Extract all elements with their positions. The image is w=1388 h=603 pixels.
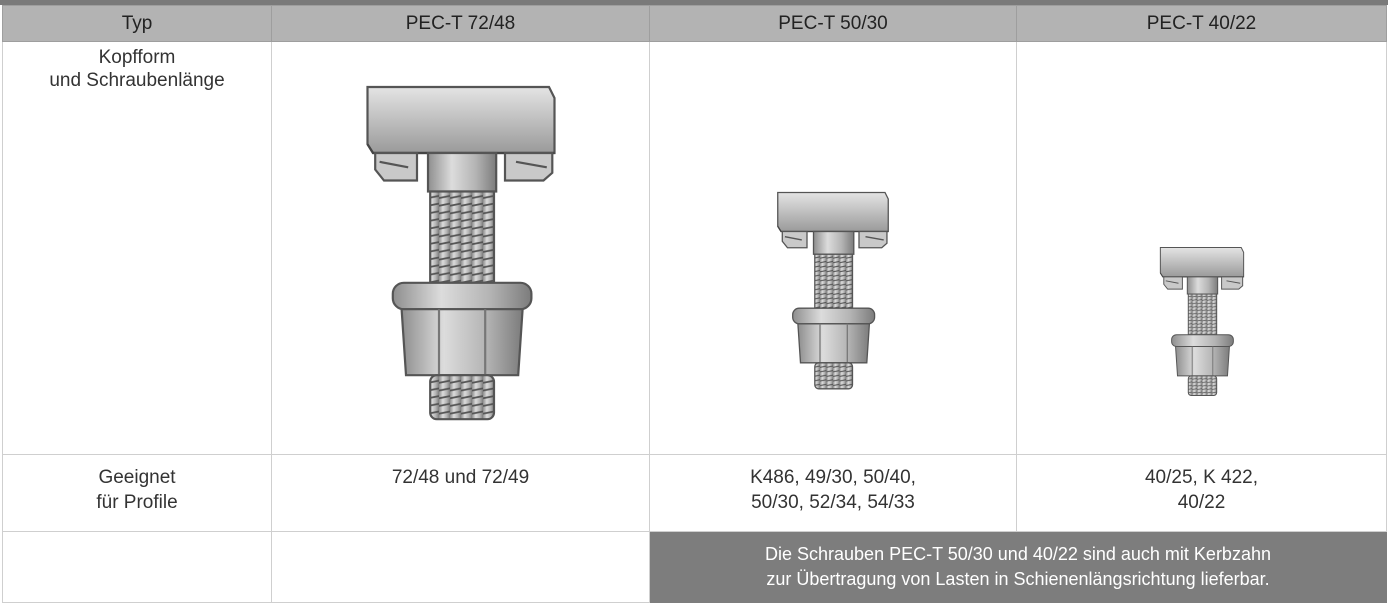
bolt-40-22-cell bbox=[1016, 41, 1387, 455]
header-row: Typ PEC-T 72/48 PEC-T 50/30 PEC-T 40/22 bbox=[2, 5, 1387, 42]
note-row: Die Schrauben PEC-T 50/30 und 40/22 sind… bbox=[2, 531, 1387, 603]
profiles-72-48: 72/48 und 72/49 bbox=[271, 454, 650, 532]
header-pec-t-40-22: PEC-T 40/22 bbox=[1016, 5, 1387, 42]
bolt-50-30-cell bbox=[649, 41, 1017, 455]
profiles-row: Geeignet für Profile 72/48 und 72/49 K48… bbox=[2, 454, 1387, 532]
t-head-bolt-50-30-icon bbox=[768, 170, 898, 410]
profiles-label: Geeignet für Profile bbox=[2, 454, 272, 532]
profiles-40-22-line1: 40/25, K 422, bbox=[1144, 467, 1259, 488]
header-pec-t-72-48: PEC-T 72/48 bbox=[271, 5, 650, 42]
profiles-label-line1: Geeignet bbox=[98, 467, 176, 488]
serration-note-line1: Die Schrauben PEC-T 50/30 und 40/22 sind… bbox=[765, 544, 1271, 564]
profiles-50-30-line1: K486, 49/30, 50/40, bbox=[750, 467, 916, 488]
profiles-40-22: 40/25, K 422, 40/22 bbox=[1016, 454, 1387, 532]
head-form-label: Kopfform und Schraubenlänge bbox=[2, 41, 272, 455]
top-color-strip bbox=[0, 0, 1388, 5]
profiles-label-line2: für Profile bbox=[96, 492, 178, 513]
head-form-row: Kopfform und Schraubenlänge bbox=[2, 41, 1387, 455]
header-type: Typ bbox=[2, 5, 272, 42]
note-empty-cell-2 bbox=[271, 531, 650, 603]
serration-note-line2: zur Übertragung von Lasten in Schienenlä… bbox=[766, 569, 1270, 589]
profiles-50-30-line2: 50/30, 52/34, 54/33 bbox=[751, 492, 915, 513]
t-head-bolt-72-48-icon bbox=[351, 76, 571, 428]
profiles-72-48-line1: 72/48 und 72/49 bbox=[391, 467, 530, 488]
head-form-label-line1: Kopfform bbox=[98, 47, 176, 68]
header-pec-t-50-30: PEC-T 50/30 bbox=[649, 5, 1017, 42]
serration-note: Die Schrauben PEC-T 50/30 und 40/22 sind… bbox=[649, 531, 1387, 603]
note-empty-cell-1 bbox=[2, 531, 272, 603]
profiles-40-22-line2: 40/22 bbox=[1177, 492, 1226, 513]
head-form-label-line2: und Schraubenlänge bbox=[49, 70, 225, 91]
bolt-72-48-cell bbox=[271, 41, 650, 455]
product-spec-table: Typ PEC-T 72/48 PEC-T 50/30 PEC-T 40/22 … bbox=[2, 5, 1387, 603]
profiles-50-30: K486, 49/30, 50/40, 50/30, 52/34, 54/33 bbox=[649, 454, 1017, 532]
t-head-bolt-40-22-icon bbox=[1153, 230, 1251, 412]
